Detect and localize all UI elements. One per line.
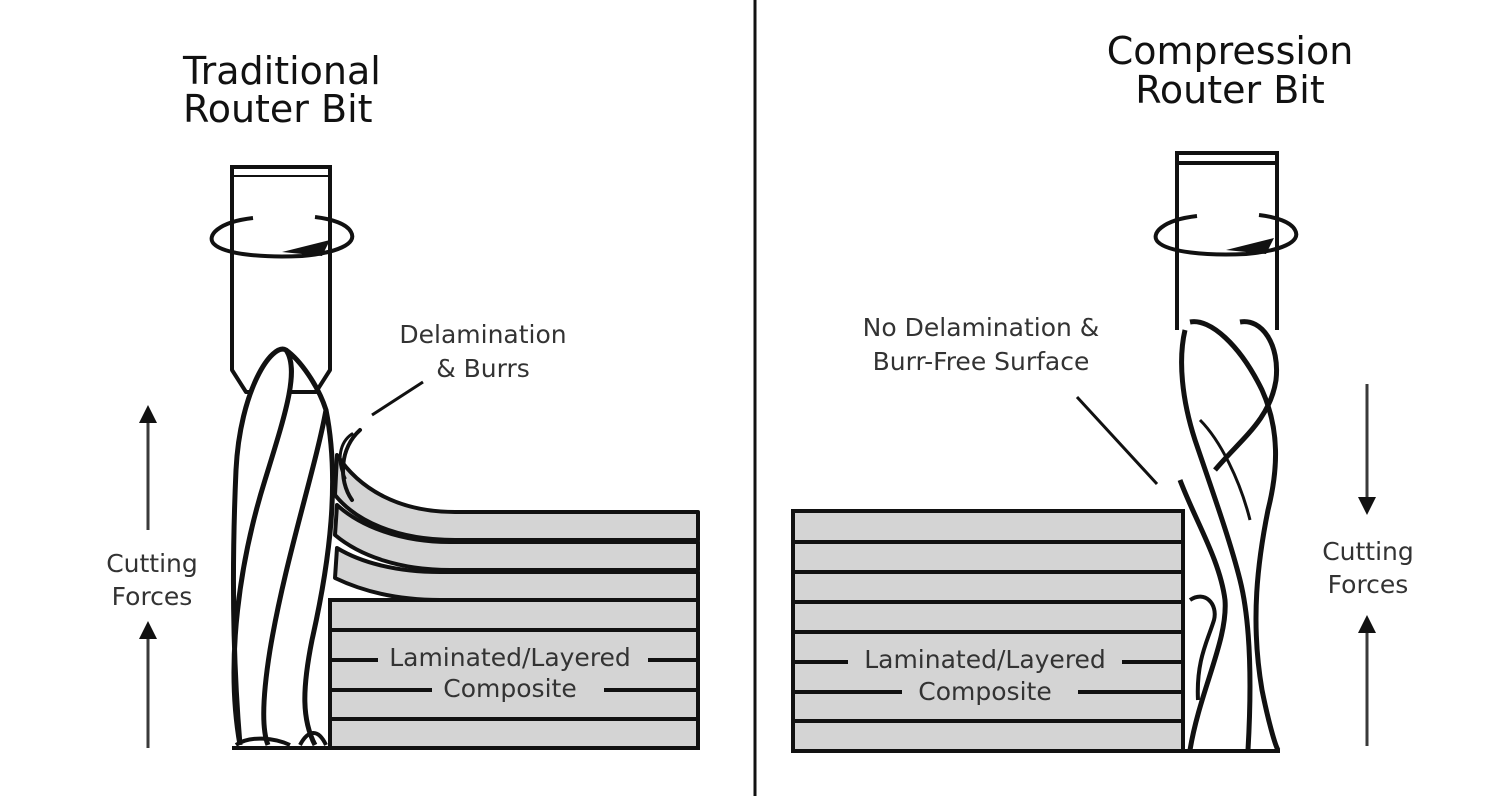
left-callout-leader bbox=[371, 380, 424, 417]
right-forces-line1: Cutting bbox=[1322, 537, 1414, 566]
right-callout-leader bbox=[1075, 395, 1159, 486]
left-rotation-arrow-icon bbox=[209, 215, 355, 259]
left-title-line1: Traditional bbox=[182, 49, 381, 93]
right-material-line1: Laminated/Layered bbox=[864, 645, 1106, 674]
left-title-line2: Router Bit bbox=[183, 87, 373, 131]
left-material-line2: Composite bbox=[443, 674, 576, 703]
left-composite-block bbox=[328, 428, 700, 750]
compression-router-bit bbox=[1153, 151, 1299, 753]
left-callout-line2: & Burrs bbox=[436, 354, 530, 383]
right-forces-line2: Forces bbox=[1328, 570, 1409, 599]
left-forces-line2: Forces bbox=[112, 582, 193, 611]
right-callout-line1: No Delamination & bbox=[863, 313, 1100, 342]
right-panel: Compression Router Bit Laminated/Layered… bbox=[791, 29, 1414, 753]
right-callout-line2: Burr-Free Surface bbox=[873, 347, 1090, 376]
traditional-router-bit bbox=[209, 165, 355, 750]
left-material-line1: Laminated/Layered bbox=[389, 643, 631, 672]
right-title-line1: Compression bbox=[1107, 29, 1354, 73]
right-composite-block bbox=[791, 509, 1185, 753]
right-title-line2: Router Bit bbox=[1135, 68, 1325, 112]
left-forces-line1: Cutting bbox=[106, 549, 198, 578]
right-material-line2: Composite bbox=[918, 677, 1051, 706]
left-panel: Traditional Router Bit Laminated/Layered… bbox=[106, 49, 700, 750]
left-callout-line1: Delamination bbox=[399, 320, 566, 349]
right-rotation-arrow-icon bbox=[1153, 213, 1299, 257]
